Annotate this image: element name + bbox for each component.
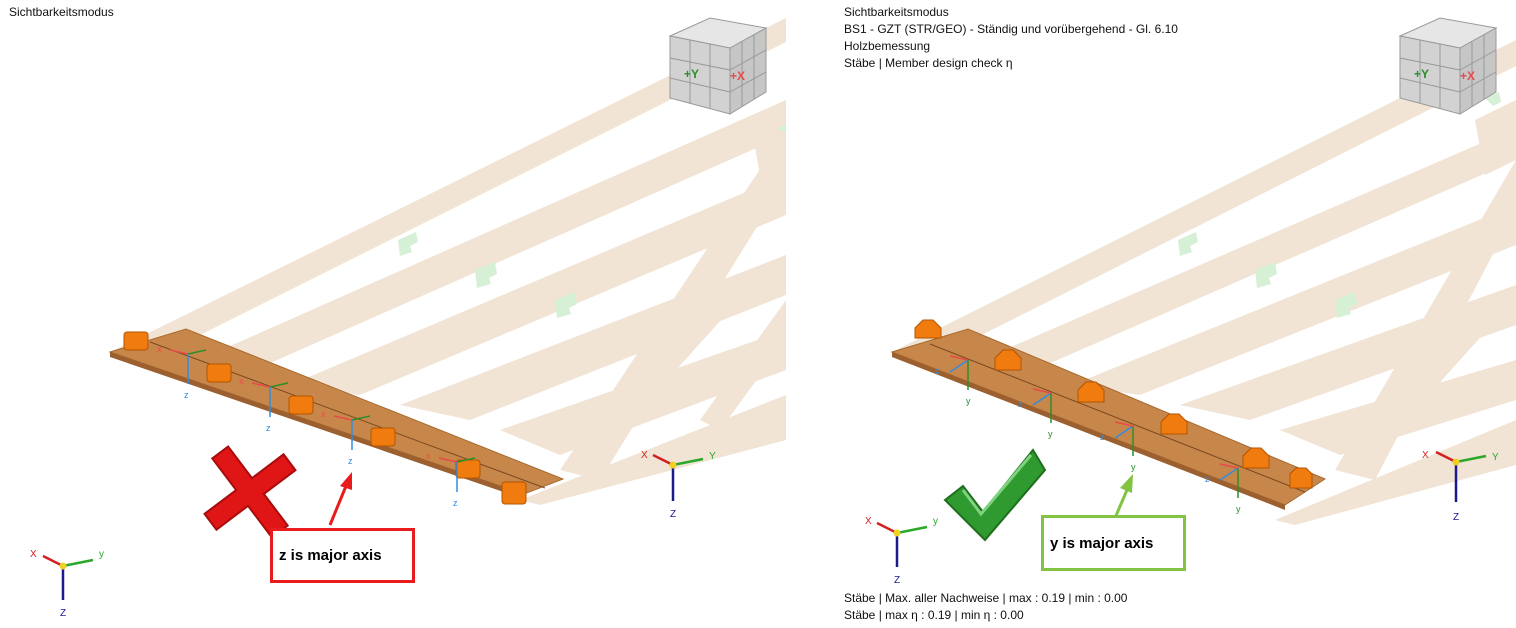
beam-edge	[110, 352, 524, 499]
member-axis-label: z	[1018, 399, 1023, 409]
cross-icon	[203, 445, 297, 539]
svg-text:y: y	[99, 549, 104, 560]
view-axes: X y Z	[865, 516, 938, 586]
svg-text:Z: Z	[1453, 512, 1459, 523]
info-line: Sichtbarkeitsmodus	[9, 5, 114, 19]
member-axis-label: x	[239, 376, 244, 386]
member-axis-label: y	[1236, 504, 1241, 514]
member-axis-label: y	[1048, 429, 1053, 439]
cube-plus-x: +X	[1460, 69, 1475, 83]
beam[interactable]	[890, 328, 1327, 506]
svg-text:Y: Y	[709, 451, 716, 462]
member-axis-label: x	[426, 451, 431, 461]
cube-plus-y: +Y	[1414, 67, 1429, 81]
member-axis-label: z	[184, 390, 189, 400]
member-axis-label: z	[266, 423, 271, 433]
member-axes-left	[169, 349, 476, 492]
model-view-right[interactable]: z y z y z y z y +Y +X	[835, 0, 1516, 628]
ghost-supports	[398, 124, 786, 318]
beam-edge	[892, 352, 1285, 510]
info-line: Stäbe | Member design check η	[844, 56, 1013, 70]
navigation-cube[interactable]: +Y +X	[668, 17, 768, 115]
svg-text:Z: Z	[894, 575, 900, 586]
member-axis-label: x	[321, 409, 326, 419]
callout-arrow	[328, 472, 352, 526]
cube-plus-y: +Y	[684, 67, 699, 81]
svg-text:X: X	[30, 549, 37, 560]
callout-arrow	[1113, 474, 1133, 519]
svg-text:X: X	[641, 450, 648, 461]
info-line: Stäbe | max η : 0.19 | min η : 0.00	[844, 608, 1024, 622]
global-axes: X Y Z	[641, 450, 716, 520]
svg-text:X: X	[1422, 450, 1429, 461]
info-header-left: Sichtbarkeitsmodus	[9, 4, 114, 21]
info-line: Holzbemessung	[844, 39, 931, 53]
callout-text: y is major axis	[1050, 534, 1154, 552]
navigation-cube[interactable]: +Y +X	[1398, 17, 1498, 115]
cube-plus-x: +X	[730, 69, 745, 83]
info-line: Stäbe | Max. aller Nachweise | max : 0.1…	[844, 591, 1128, 605]
member-axis-label: z	[1100, 432, 1105, 442]
svg-text:y: y	[933, 516, 938, 527]
info-line: Sichtbarkeitsmodus	[844, 5, 949, 19]
model-view-left[interactable]: x z x z x z x z +Y +X	[0, 0, 786, 628]
ghost-structure	[110, 18, 786, 505]
callout-box-right: y is major axis	[1041, 515, 1186, 571]
view-axes: X y Z	[30, 549, 104, 619]
global-axes: X Y Z	[1422, 450, 1499, 523]
member-axis-label: z	[453, 498, 458, 508]
info-header-right: Sichtbarkeitsmodus BS1 - GZT (STR/GEO) -…	[844, 4, 1178, 72]
svg-text:Z: Z	[60, 608, 66, 619]
svg-text:Z: Z	[670, 509, 676, 520]
member-axis-label: z	[1205, 474, 1210, 484]
member-axis-label: y	[966, 396, 971, 406]
member-axes-right	[949, 355, 1239, 498]
supports[interactable]	[123, 331, 527, 505]
info-line: BS1 - GZT (STR/GEO) - Ständig und vorübe…	[844, 22, 1178, 36]
svg-text:X: X	[865, 516, 872, 527]
callout-text: z is major axis	[279, 547, 382, 564]
member-axis-label: y	[1131, 462, 1136, 472]
member-axis-label: z	[348, 456, 353, 466]
viewport-right[interactable]: z y z y z y z y +Y +X	[835, 0, 1516, 628]
ghost-supports	[1178, 92, 1501, 318]
info-footer-right: Stäbe | Max. aller Nachweise | max : 0.1…	[844, 590, 1127, 624]
svg-text:Y: Y	[1492, 452, 1499, 463]
member-axis-label: x	[157, 344, 162, 354]
callout-box-left: z is major axis	[270, 528, 415, 583]
ghost-structure	[892, 40, 1516, 525]
member-axis-label: z	[935, 366, 940, 376]
viewport-left[interactable]: x z x z x z x z +Y +X	[0, 0, 786, 628]
supports[interactable]	[914, 319, 1313, 489]
checkmark-icon	[943, 448, 1047, 542]
